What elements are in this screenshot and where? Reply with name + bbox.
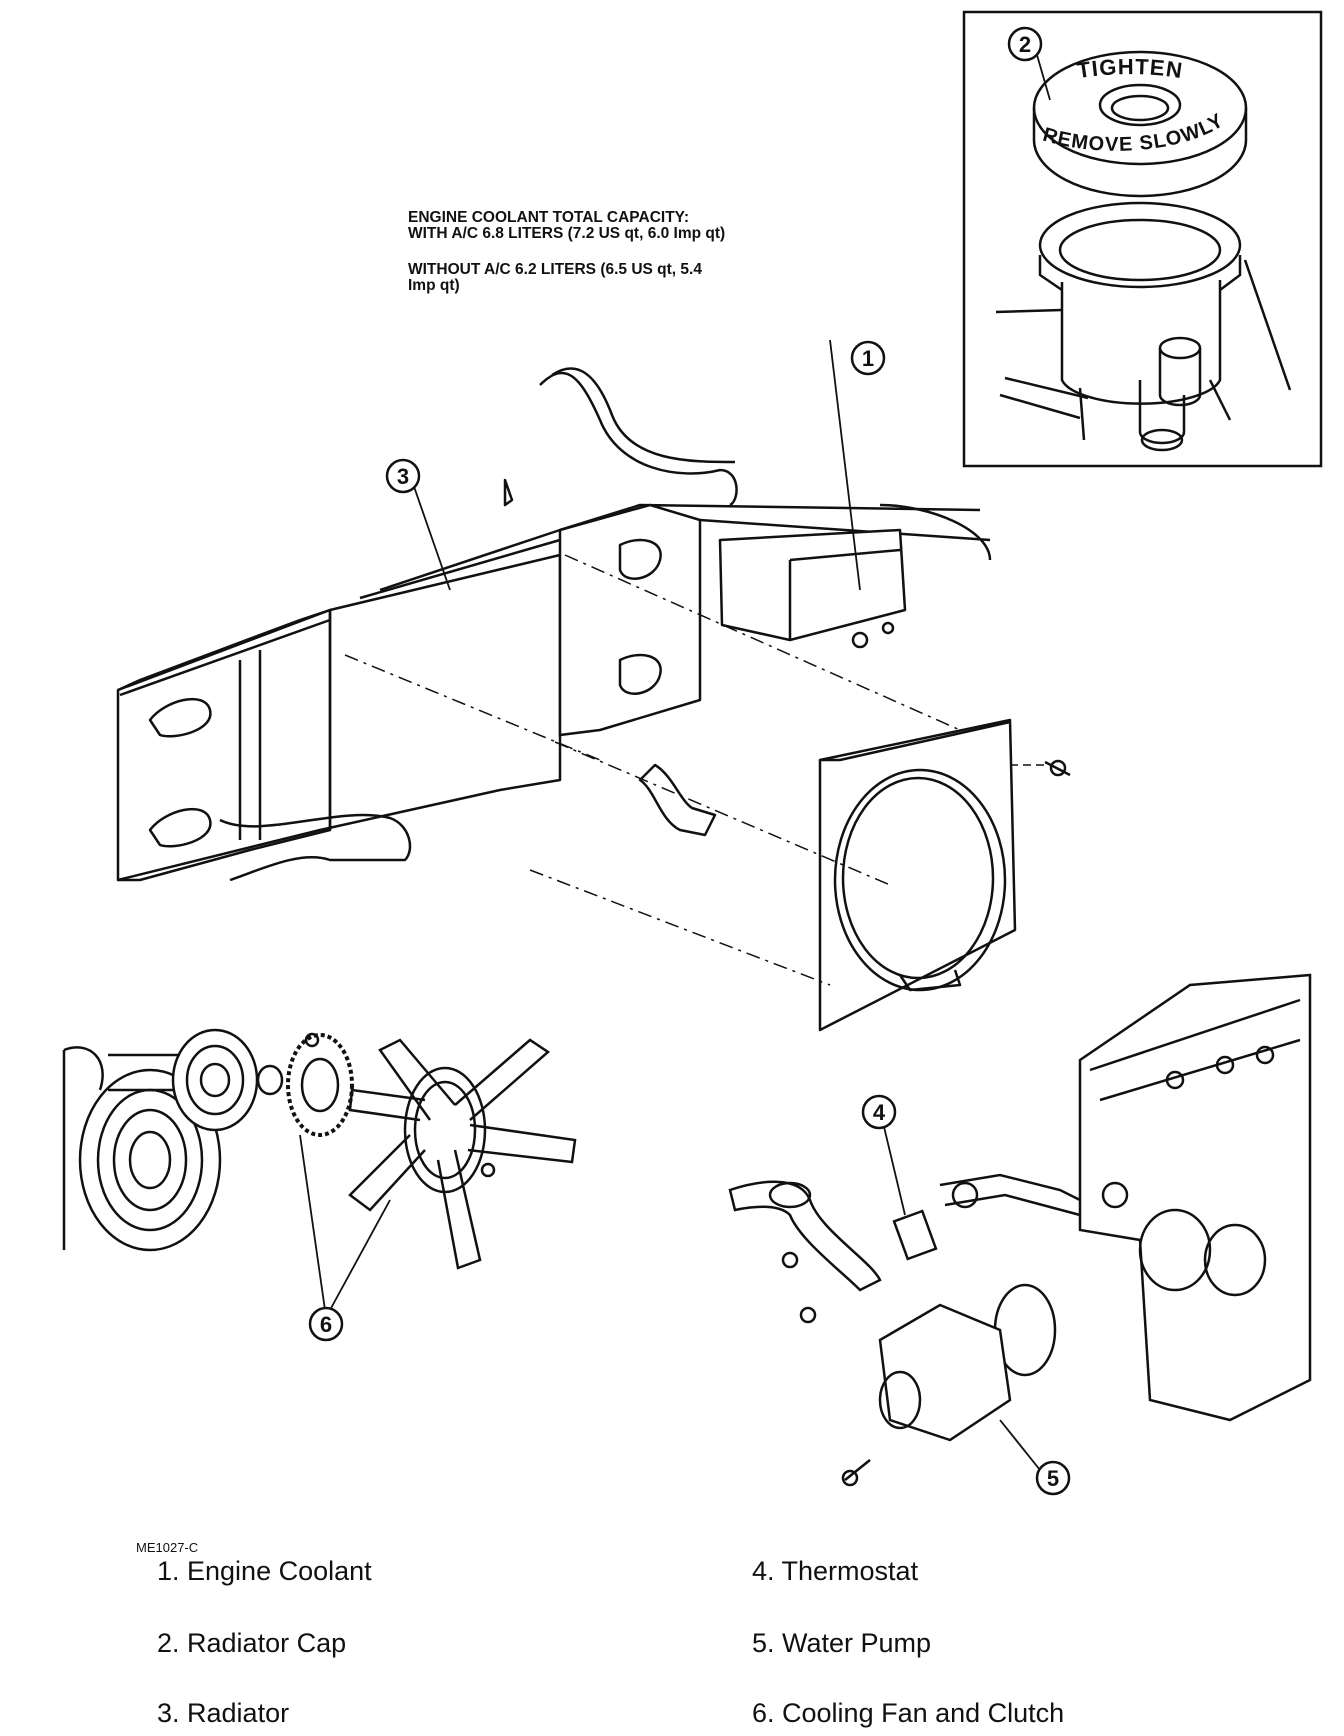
legend-item-3: 3. Radiator bbox=[157, 1698, 290, 1728]
svg-text:TIGHTEN: TIGHTEN bbox=[1075, 54, 1184, 83]
figure-id: ME1027-C bbox=[136, 1540, 199, 1555]
svg-text:6: 6 bbox=[320, 1312, 332, 1337]
legend-item-6: 6. Cooling Fan and Clutch bbox=[752, 1698, 1065, 1728]
callout-6: 6 bbox=[308, 1306, 344, 1342]
legend-item-5: 5. Water Pump bbox=[752, 1628, 932, 1658]
svg-text:3: 3 bbox=[397, 464, 409, 489]
callout-5: 5 bbox=[1035, 1460, 1071, 1496]
capacity-title: ENGINE COOLANT TOTAL CAPACITY: bbox=[408, 209, 690, 226]
legend-item-1: 1. Engine Coolant bbox=[157, 1556, 372, 1586]
capacity-with-ac: WITH A/C 6.8 LITERS (7.2 US qt, 6.0 Imp … bbox=[408, 225, 726, 242]
cooling-system-diagram: TIGHTEN REMOVE SLOWLY bbox=[62, 10, 1323, 1496]
cooling-fan-assembly bbox=[62, 1028, 577, 1311]
legend-item-4: 4. Thermostat bbox=[752, 1556, 919, 1586]
callout-2: 2 bbox=[1007, 26, 1043, 62]
svg-text:5: 5 bbox=[1047, 1466, 1059, 1491]
svg-text:4: 4 bbox=[873, 1100, 886, 1125]
engine-assembly bbox=[410, 54, 1312, 1487]
capacity-without-ac-line2: Imp qt) bbox=[408, 277, 460, 294]
callout-3: 3 bbox=[385, 458, 421, 494]
callout-1: 1 bbox=[850, 340, 886, 376]
svg-text:2: 2 bbox=[1019, 32, 1031, 57]
capacity-without-ac-line1: WITHOUT A/C 6.2 LITERS (6.5 US qt, 5.4 bbox=[408, 261, 702, 278]
cap-tighten-text: TIGHTEN bbox=[1075, 54, 1183, 83]
radiator-assembly bbox=[116, 367, 1071, 1032]
legend-item-2: 2. Radiator Cap bbox=[157, 1628, 347, 1658]
svg-text:1: 1 bbox=[862, 346, 874, 371]
radiator-cap-inset bbox=[962, 10, 1323, 468]
callout-4: 4 bbox=[861, 1094, 897, 1130]
